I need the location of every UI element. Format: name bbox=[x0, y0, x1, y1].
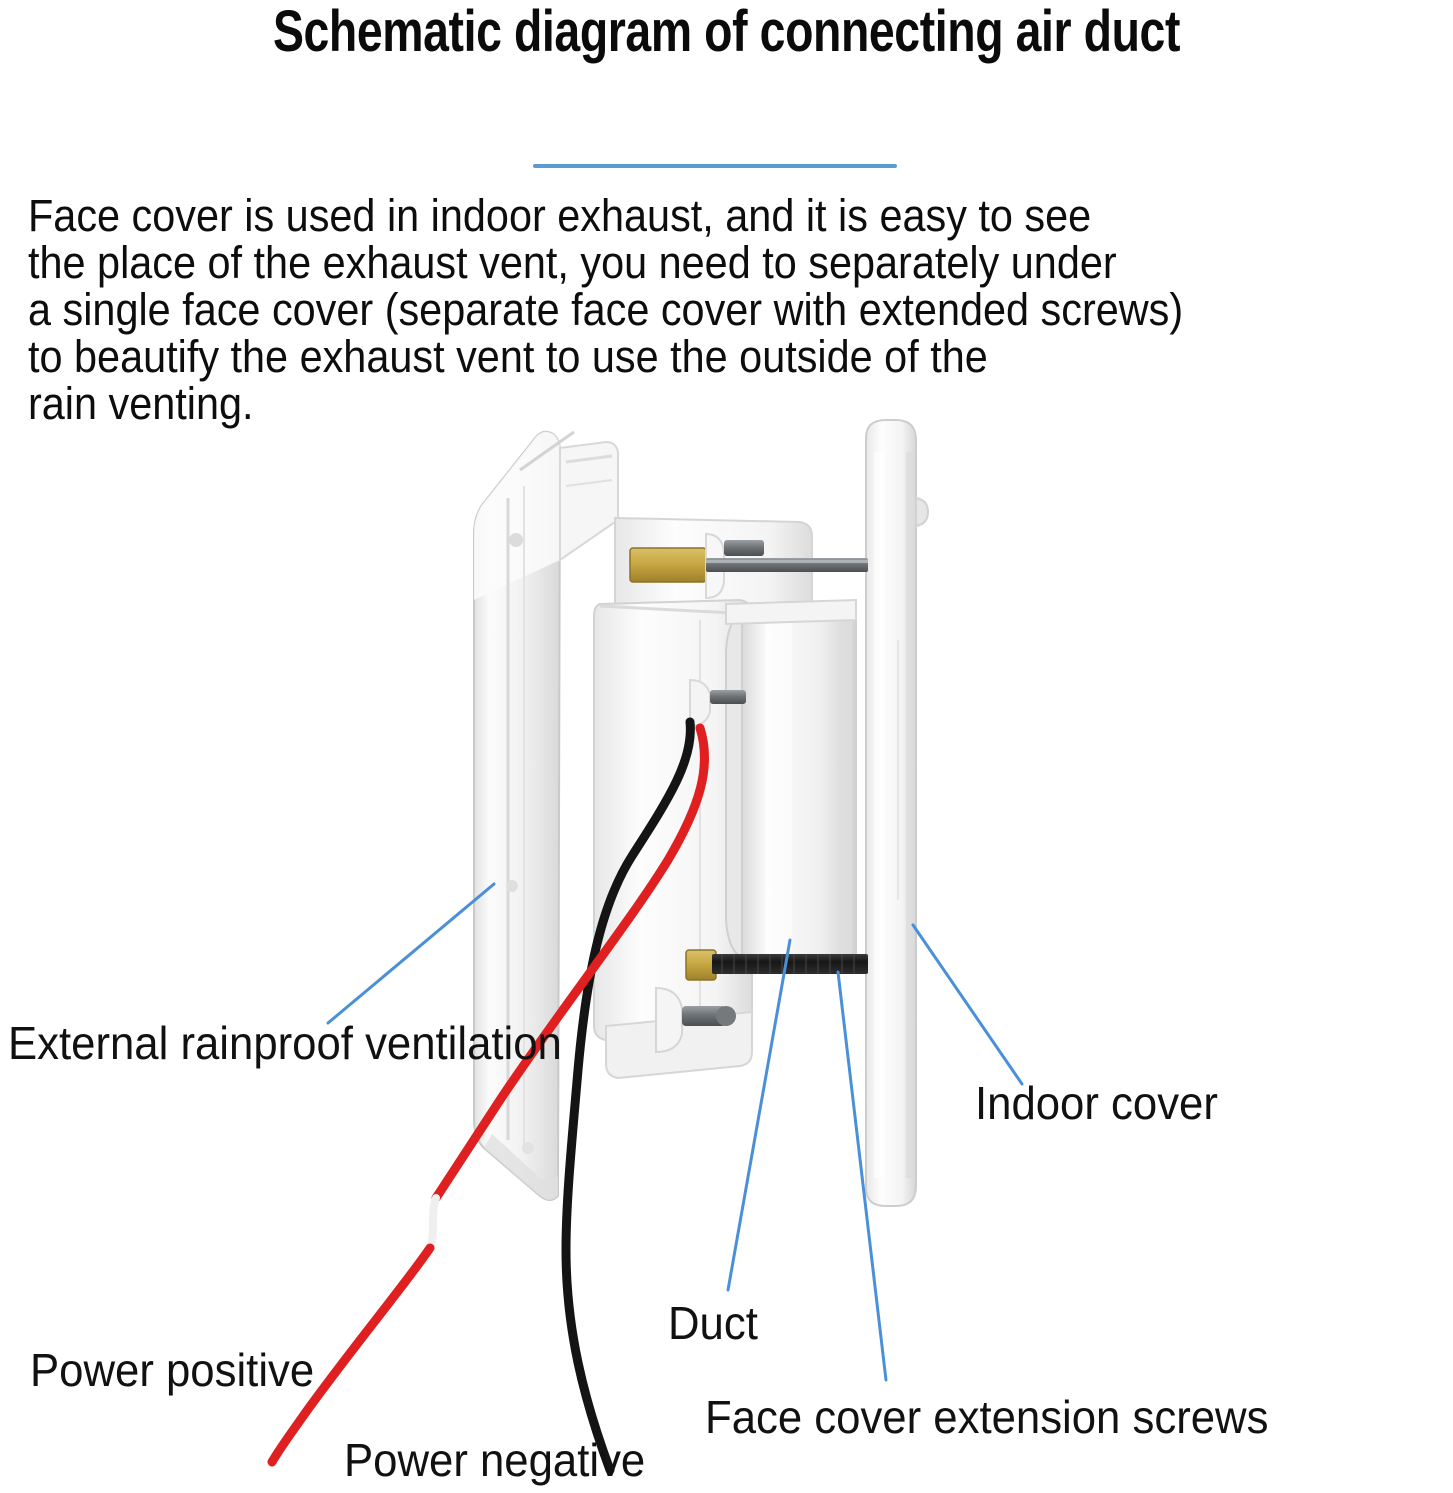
power-positive-wire-stripped bbox=[426, 1194, 440, 1252]
upper-extension-screw bbox=[629, 532, 868, 600]
power-positive-wire-upper bbox=[431, 723, 710, 1203]
duct-cylinder bbox=[725, 598, 857, 963]
callout-external-rainproof-ventilation: External rainproof ventilation bbox=[8, 1017, 562, 1069]
power-negative-wire bbox=[561, 717, 695, 1475]
indoor-cover-plate bbox=[865, 419, 930, 1207]
callout-indoor-cover: Indoor cover bbox=[975, 1077, 1218, 1129]
brass-standoff-upper bbox=[629, 547, 707, 583]
callout-face-cover-extension-screws: Face cover extension screws bbox=[705, 1391, 1269, 1443]
leader-lines bbox=[326, 882, 1024, 1382]
lower-extension-screw bbox=[655, 949, 868, 1054]
leader-face-cover-screws bbox=[836, 970, 888, 1382]
leader-indoor-cover bbox=[911, 923, 1024, 1086]
power-positive-wire-lower bbox=[267, 1243, 435, 1467]
leader-duct bbox=[726, 938, 792, 1292]
callout-power-negative: Power negative bbox=[344, 1434, 646, 1486]
intro-paragraph: Face cover is used in indoor exhaust, an… bbox=[28, 190, 1184, 429]
brass-standoff-lower bbox=[685, 949, 717, 981]
callout-power-positive: Power positive bbox=[30, 1344, 315, 1396]
title-underline-rule bbox=[533, 164, 897, 168]
page-title: Schematic diagram of connecting air duct bbox=[272, 0, 1181, 64]
leader-external-rainproof bbox=[326, 882, 496, 1025]
external-rainproof-face-cover bbox=[473, 430, 619, 1201]
threaded-rod-lower bbox=[712, 954, 868, 974]
housing-screw-mid bbox=[689, 678, 746, 728]
callout-duct: Duct bbox=[668, 1297, 758, 1349]
